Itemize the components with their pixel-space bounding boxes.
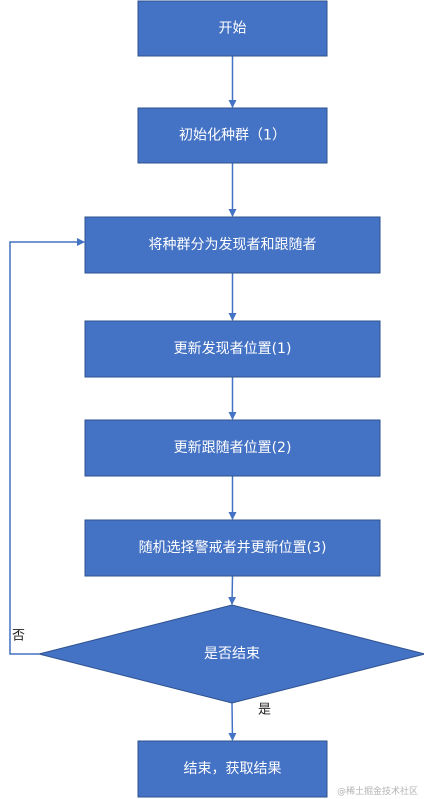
edge-update-alert-to-decision [228,575,237,605]
edge-decision-to-split [9,238,85,655]
node-update-discoverer-shape [84,320,381,378]
node-init: 初始化种群（1） [137,107,328,164]
node-update-alert-label: 随机选择警戒者并更新位置(3) [139,540,327,556]
node-end-shape [137,740,328,798]
node-split: 将种群分为发现者和跟随者 [84,216,381,274]
watermark: @稀土掘金技术社区 [337,785,418,797]
node-start-shape [137,0,328,57]
node-init-shape [137,107,328,164]
node-update-follower: 更新跟随者位置(2) [84,419,381,477]
node-start-label: 开始 [219,21,247,37]
node-update-discoverer-label: 更新发现者位置(1) [174,341,292,357]
node-split-label: 将种群分为发现者和跟随者 [149,237,317,253]
node-update-alert-shape [84,519,381,577]
edge-label-decision-to-split: 否 [12,629,25,644]
edge-label-decision-to-end: 是 [258,703,271,718]
node-update-alert: 随机选择警戒者并更新位置(3) [84,519,381,577]
node-update-discoverer: 更新发现者位置(1) [84,320,381,378]
node-decision: 是否结束 [38,604,424,704]
node-update-follower-shape [84,419,381,477]
node-end: 结束，获取结果 [137,740,328,798]
node-start: 开始 [137,0,328,57]
node-update-follower-label: 更新跟随者位置(2) [174,440,292,456]
node-decision-shape [38,604,424,704]
edge-decision-to-end [228,702,237,741]
node-end-label: 结束，获取结果 [184,761,282,777]
node-init-label: 初始化种群（1） [179,127,286,144]
node-split-shape [84,216,381,274]
node-decision-label: 是否结束 [204,646,260,662]
